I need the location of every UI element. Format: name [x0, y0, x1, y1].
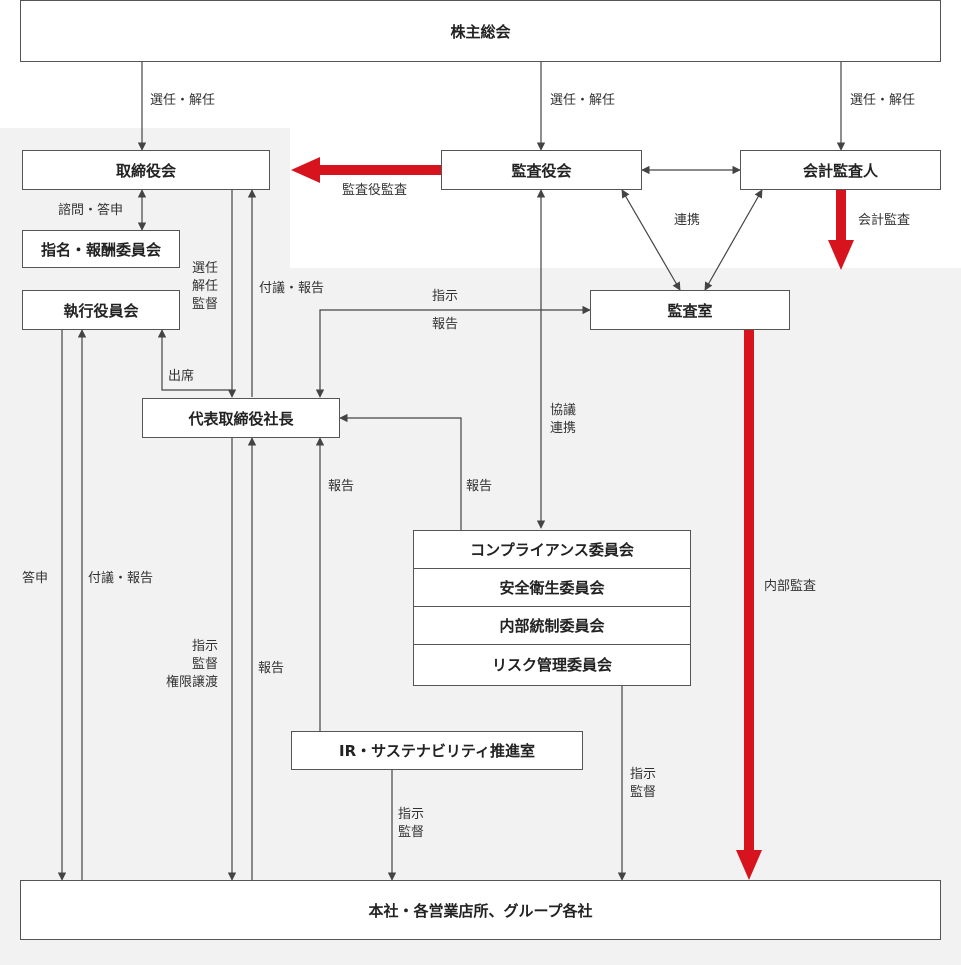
committees-stack: コンプライアンス委員会 安全衛生委員会 内部統制委員会 リスク管理委員会: [413, 530, 691, 686]
label-consult-report: 諮問・答申: [58, 203, 124, 218]
compliance-committee: コンプライアンス委員会: [414, 531, 690, 569]
label-report-audit-office: 報告: [432, 317, 459, 332]
president-box: 代表取締役社長: [142, 398, 340, 438]
label-agenda-report-exec: 付議・報告: [88, 571, 154, 586]
board-of-directors-box: 取締役会: [22, 150, 270, 190]
label-cooperation: 連携: [674, 213, 701, 228]
label-report-committees: 報告: [466, 479, 493, 494]
executive-committee-box: 執行役員会: [22, 290, 180, 330]
label-internal-audit: 内部監査: [764, 579, 817, 594]
label-instruct-supervise-delegate: 指示 監督 権限譲渡: [166, 639, 219, 690]
label-elect-supervise: 選任 解任 監督: [192, 261, 219, 312]
label-instruct-supervise-ir: 指示 監督: [398, 807, 425, 840]
nomination-committee-box: 指名・報酬委員会: [22, 230, 180, 268]
label-elect-dismiss-accountant: 選任・解任: [850, 93, 916, 108]
label-agenda-report-board: 付議・報告: [259, 281, 325, 296]
label-elect-dismiss-board: 選任・解任: [150, 93, 216, 108]
ir-sustainability-office-box: IR・サステナビリティ推進室: [291, 731, 583, 770]
internal-control-committee: 内部統制委員会: [414, 607, 690, 645]
risk-management-committee: リスク管理委員会: [491, 655, 612, 674]
audit-office-box: 監査室: [590, 290, 790, 330]
label-instruct-supervise-committees: 指示 監督: [630, 767, 657, 800]
label-elect-dismiss-audit-board: 選任・解任: [550, 93, 616, 108]
label-auditor-audit: 監査役監査: [342, 183, 408, 198]
label-accounting-audit: 会計監査: [858, 213, 911, 228]
accounting-auditor-box: 会計監査人: [740, 150, 941, 190]
shareholders-meeting-box: 株主総会: [20, 0, 941, 62]
label-report-ir: 報告: [328, 479, 355, 494]
label-instruct-audit-office: 指示: [432, 289, 459, 304]
audit-board-box: 監査役会: [441, 150, 642, 190]
label-consult-cooperate: 協議 連携: [550, 403, 577, 436]
safety-health-committee: 安全衛生委員会: [414, 569, 690, 607]
branches-group-box: 本社・各営業店所、グループ各社: [20, 880, 941, 940]
label-answer: 答申: [22, 571, 49, 586]
label-report-president: 報告: [258, 661, 285, 676]
label-attend: 出席: [168, 369, 195, 384]
